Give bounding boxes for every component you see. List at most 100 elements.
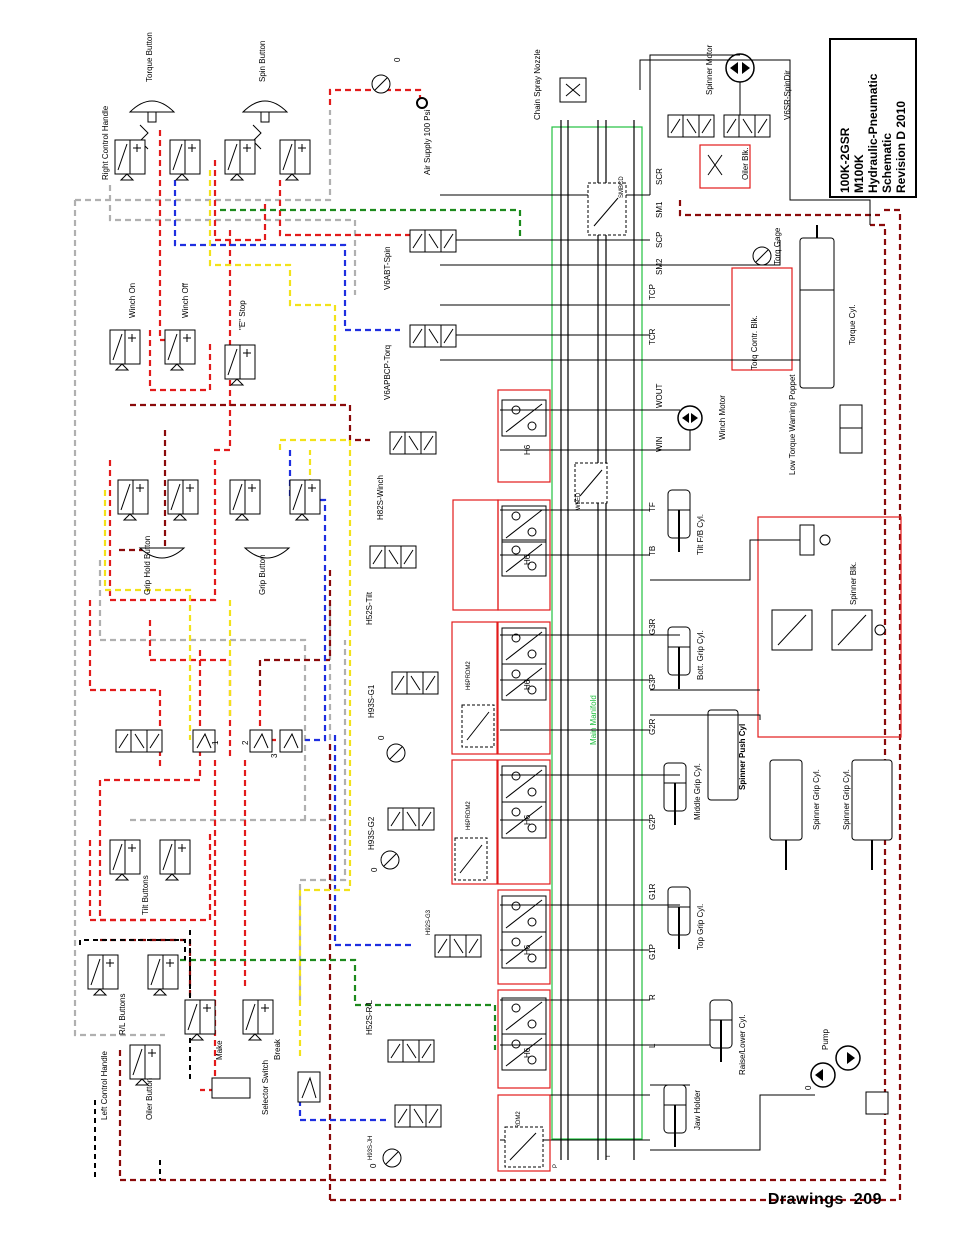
title-line-3: Hydraulic-Pneumatic <box>866 73 880 193</box>
w5ed-label: W5ED <box>576 492 582 510</box>
green-air-lines <box>180 208 522 1050</box>
rl-buttons-label: R/L Buttons <box>118 993 127 1035</box>
e-stop-valve[interactable] <box>224 344 256 386</box>
page-footer: Drawings 209 <box>768 1191 882 1209</box>
winch-off-valve[interactable] <box>164 329 196 371</box>
chain-spray-nozzle <box>559 77 587 103</box>
smbcd-label: SMBCD <box>619 176 625 198</box>
torque-cylinder <box>799 225 835 389</box>
svg-text:Middle Grip Cyl.: Middle Grip Cyl. <box>693 763 702 820</box>
svg-text:SCP: SCP <box>655 232 664 248</box>
logic-valves <box>192 729 321 1103</box>
svg-text:TF: TF <box>648 502 657 512</box>
title-block: 100K-2GSR M100K Hydraulic-Pneumatic Sche… <box>829 38 917 198</box>
svg-text:H93S-JH: H93S-JH <box>368 1136 374 1160</box>
rl-buttons <box>87 954 179 996</box>
spinner-motor-label: Spinner Motor <box>705 44 714 95</box>
svg-text:Top Grip Cyl.: Top Grip Cyl. <box>696 904 705 950</box>
svg-text:H6: H6 <box>523 444 532 455</box>
e-stop-label: "E" Stop <box>238 300 247 330</box>
svg-text:TCR: TCR <box>648 328 657 345</box>
air-supply-line <box>328 88 422 105</box>
break-label: Break <box>273 1038 282 1060</box>
svg-text:G3R: G3R <box>648 618 657 635</box>
torque-button[interactable] <box>128 100 176 150</box>
winch-on-valve[interactable] <box>109 329 141 371</box>
svg-text:H93S-G2: H93S-G2 <box>367 816 376 850</box>
blue-air-lines <box>173 180 415 1122</box>
relief-valves <box>454 182 627 1168</box>
svg-text:Spinner Push Cyl: Spinner Push Cyl <box>738 724 747 790</box>
winch-off-label: Winch Off <box>181 282 190 318</box>
oiler-blk-label: Oiler Blk. <box>741 148 750 180</box>
port-labels: SCR SM1 SCP SM2 TCP TCR WOUT WIN TF TB G… <box>553 168 664 1168</box>
svg-text:H6: H6 <box>523 554 532 565</box>
oiler-button-label: Oiler Button <box>145 1078 154 1120</box>
tilt-buttons <box>109 839 191 881</box>
h6-labels: H6 H6 H6 H6 H6 H6 <box>523 444 532 1058</box>
selector-switch[interactable] <box>211 1077 251 1099</box>
svg-text:0: 0 <box>377 735 386 740</box>
winch-motor-label: Winch Motor <box>718 395 727 440</box>
cylinder-labels: Tilt F/B Cyl. Bott. Grip Cyl. Middle Gri… <box>693 514 858 1130</box>
pump-label: Pump <box>821 1029 830 1050</box>
svg-text:H6PRDM2: H6PRDM2 <box>516 1111 522 1140</box>
svg-text:G2P: G2P <box>648 814 657 830</box>
manifold-label: Main Manifold <box>589 695 598 745</box>
valve-labels: V6ABT-Spin V6APBCP-Torq H82S-Winch H52S-… <box>365 70 792 1160</box>
gauge-zero-labels: 0 0 0 0 0 <box>369 57 813 1168</box>
svg-text:G1P: G1P <box>648 944 657 960</box>
svg-text:Tilt F/B Cyl.: Tilt F/B Cyl. <box>696 514 705 555</box>
svg-text:SM1: SM1 <box>655 201 664 218</box>
logic-label-3: 3 <box>270 753 279 758</box>
grip-hold-valves <box>117 479 199 559</box>
svg-text:T: T <box>606 1154 612 1158</box>
svg-text:Bott. Grip Cyl.: Bott. Grip Cyl. <box>696 630 705 680</box>
main-manifold <box>551 126 643 1140</box>
svg-text:SM2: SM2 <box>655 258 664 275</box>
low-torque-poppet <box>839 404 863 454</box>
svg-text:Spinner Grip Cyl.: Spinner Grip Cyl. <box>812 769 821 830</box>
svg-text:H6: H6 <box>523 814 532 825</box>
right-handle-valves <box>114 139 311 181</box>
svg-text:H6PRDM2: H6PRDM2 <box>466 801 472 830</box>
left-control-handle-label: Left Control Handle <box>100 1051 109 1120</box>
svg-text:P: P <box>553 1164 559 1168</box>
spin-button-label: Spin Button <box>258 41 267 82</box>
grip-button-label: Grip Button <box>258 555 267 595</box>
pump <box>810 1045 889 1115</box>
h6prdm2-labels: H6PRDM2 H6PRDM2 H6PRDM2 <box>466 661 522 1140</box>
tilt-buttons-label: Tilt Buttons <box>141 875 150 915</box>
make-valve[interactable] <box>184 999 216 1041</box>
svg-text:0: 0 <box>393 57 402 62</box>
cartridge-blocks <box>451 144 902 1172</box>
cylinders <box>663 489 893 1148</box>
title-line-5: Revision D 2010 <box>894 100 908 193</box>
winch-motor <box>677 405 703 431</box>
svg-text:TB: TB <box>648 546 657 556</box>
svg-text:TCP: TCP <box>648 284 657 300</box>
svg-text:G2R: G2R <box>648 718 657 735</box>
svg-text:V6ABT-Spin: V6ABT-Spin <box>383 246 392 290</box>
svg-text:V6SR-SpinDir: V6SR-SpinDir <box>783 70 792 120</box>
torq-gage-label: Torq Gage <box>773 227 782 265</box>
page-number: 209 <box>853 1191 882 1208</box>
svg-text:SCR: SCR <box>655 168 664 185</box>
title-line-4: Schematic <box>880 132 894 193</box>
right-side-piping <box>639 54 871 1151</box>
chain-spray-nozzle-label: Chain Spray Nozzle <box>533 49 542 120</box>
spin-button[interactable] <box>241 100 289 150</box>
svg-text:H52S-Tilt: H52S-Tilt <box>365 591 374 625</box>
svg-text:H92S-G3: H92S-G3 <box>426 909 432 935</box>
torque-cyl-label: Torque Cyl. <box>848 305 857 345</box>
svg-text:H52S-R/L: H52S-R/L <box>365 999 374 1035</box>
break-valve[interactable] <box>242 999 274 1041</box>
svg-text:G1R: G1R <box>648 883 657 900</box>
low-torque-label: Low Torque Warning Poppet <box>788 374 797 475</box>
svg-text:R: R <box>648 994 657 1000</box>
svg-text:Jaw Holder: Jaw Holder <box>693 1090 702 1130</box>
svg-text:G3P: G3P <box>648 674 657 690</box>
svg-text:0: 0 <box>370 867 379 872</box>
svg-text:WIN: WIN <box>655 436 664 452</box>
